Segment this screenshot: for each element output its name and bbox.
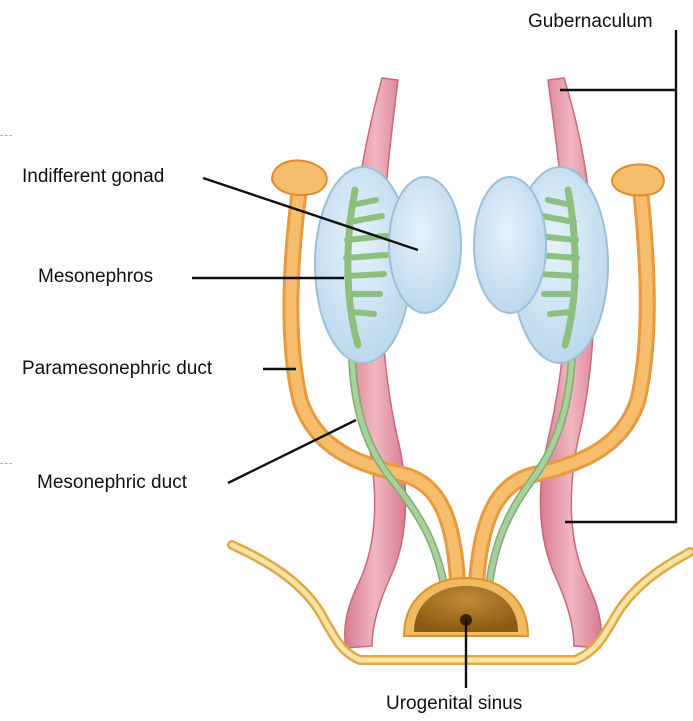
label-urogenital-sinus: Urogenital sinus <box>386 694 522 713</box>
label-paramesonephric-duct: Paramesonephric duct <box>22 359 212 378</box>
margin-tick-upper <box>0 135 12 136</box>
indifferent-gonad-right <box>474 177 546 313</box>
label-mesonephric-duct: Mesonephric duct <box>37 473 187 492</box>
label-gubernaculum: Gubernaculum <box>528 12 653 31</box>
label-mesonephros: Mesonephros <box>38 267 153 286</box>
label-indifferent-gonad: Indifferent gonad <box>22 167 164 186</box>
margin-tick-lower <box>0 463 12 464</box>
